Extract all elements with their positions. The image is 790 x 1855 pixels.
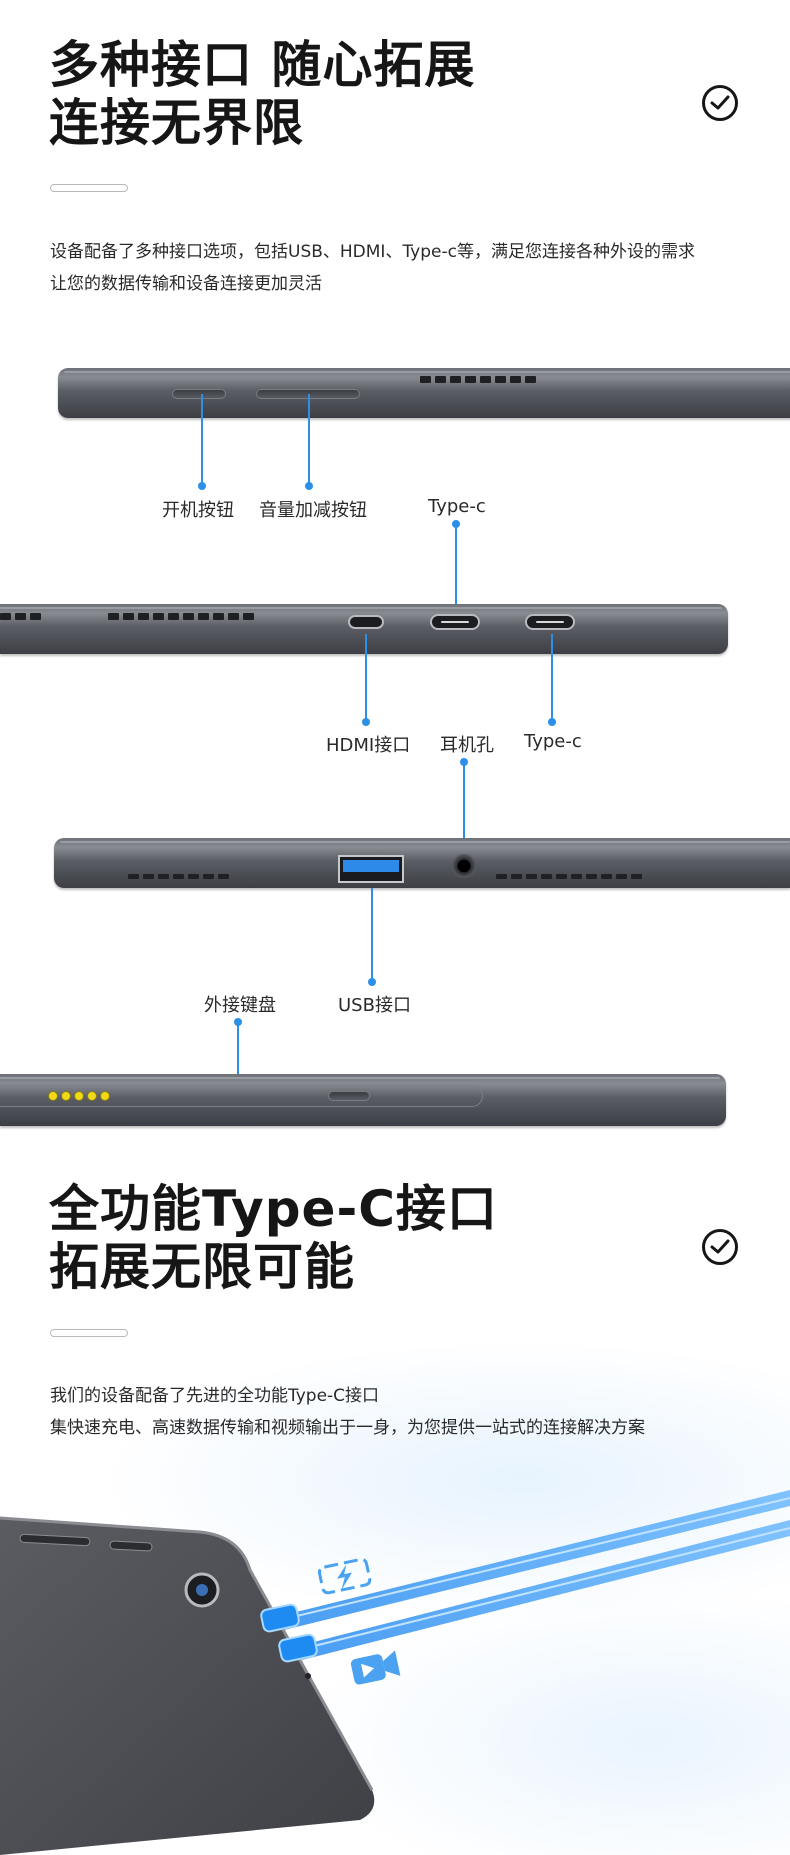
device-side-edge-ports [0,604,728,654]
device-bottom-edge [0,1074,726,1126]
section2-desc-line1: 我们的设备配备了先进的全功能Type-C接口 [50,1386,380,1406]
volume-button-pointer-dot [305,482,313,490]
speaker-grille [420,376,536,383]
jack-side-vent [496,874,642,879]
section2-heading-line1: 全功能Type-C接口 [49,1180,498,1238]
headphone-jack [452,854,476,878]
headphone-pointer-dot [460,758,468,766]
check-circle-icon [702,85,738,121]
section1-divider [50,184,128,192]
section1-desc-line1: 设备配备了多种接口选项，包括USB、HDMI、Type-c等，满足您连接各种外设… [50,242,695,262]
tablet-typec-illustration [0,1490,790,1855]
keyboard-dock-groove [0,1085,483,1107]
section1-heading-line2: 连接无界限 [49,94,304,152]
power-button-pointer-dot [198,482,206,490]
hdmi-port [348,615,384,629]
section1-heading-line1: 多种接口 随心拓展 [49,36,476,94]
keyboard-pointer [237,1020,239,1095]
section2-desc-line2: 集快速充电、高速数据传输和视频输出于一身，为您提供一站式的连接解决方案 [50,1418,645,1438]
typec-top-pointer-dot [452,520,460,528]
usb-side-vent [128,874,229,879]
power-button [172,389,226,399]
typec-port-1 [430,614,480,630]
usb-label: USB接口 [338,995,411,1016]
side-vent-right [108,613,254,620]
hdmi-pointer [365,634,367,720]
section1-desc-line2: 让您的数据传输和设备连接更加灵活 [50,274,322,294]
typec-bottom-pointer-dot [548,718,556,726]
typec-top-pointer [455,524,457,624]
typec-port-2 [525,614,575,630]
hdmi-label: HDMI接口 [326,735,411,756]
power-button-pointer [201,394,203,484]
check-circle-icon [702,1229,738,1265]
charging-bolt-icon [318,1557,372,1595]
keyboard-label: 外接键盘 [204,995,276,1016]
usb-port [338,855,404,883]
power-button-label: 开机按钮 [162,500,234,521]
keyboard-pointer-dot [234,1018,242,1026]
headphone-label: 耳机孔 [440,735,494,756]
section2-divider [50,1329,128,1337]
usb-pointer [371,888,373,980]
usb-pointer-dot [368,978,376,986]
headphone-pointer [463,762,465,866]
hdmi-pointer-dot [362,718,370,726]
section2-heading-line2: 拓展无限可能 [49,1238,355,1296]
bottom-edge-slot [328,1091,370,1101]
typec-bottom-label: Type-c [524,731,582,752]
device-top-edge [58,368,790,418]
volume-button-pointer [308,394,310,484]
video-camera-icon [350,1650,401,1685]
pogo-pins [48,1091,110,1101]
typec-bottom-pointer [551,634,553,720]
volume-button-label: 音量加减按钮 [259,500,367,521]
side-vent-left [0,613,41,620]
device-side-edge-usb [54,838,790,888]
typec-top-label: Type-c [428,496,486,517]
